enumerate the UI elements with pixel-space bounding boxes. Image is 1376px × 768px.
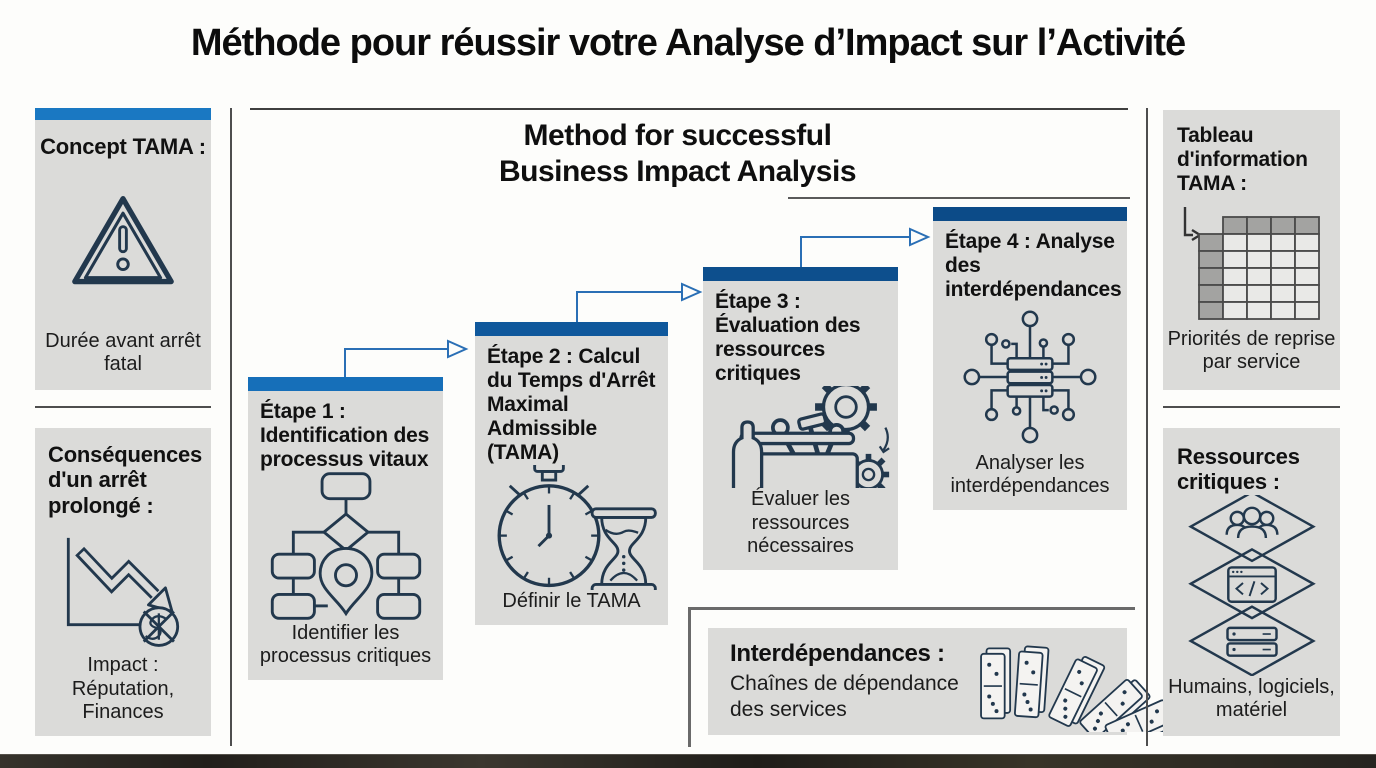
concept-tama-heading: Concept TAMA : — [40, 134, 206, 159]
interdependencies-description: Chaînes de dépendance des services — [730, 672, 959, 721]
step-4-title: Étape 4 : Analyse des interdépendances — [945, 230, 1122, 301]
consequences-caption: Impact : Réputation, Finances — [71, 654, 175, 723]
step-2-panel: Étape 2 : Calcul du Temps d'Arrêt Maxima… — [475, 322, 668, 625]
interdependencies-heading: Interdépendances : — [730, 640, 945, 668]
right-vertical-divider — [1146, 108, 1148, 746]
stopwatch-hourglass-icon — [475, 464, 668, 590]
interdependencies-panel: Interdépendances : Chaînes de dépendance… — [708, 628, 1169, 735]
flowchart-pin-icon — [248, 472, 443, 622]
consequences-heading: Conséquences d'un arrêt prolongé : — [48, 442, 203, 518]
tama-table-caption: Priorités de reprise par service — [1167, 327, 1336, 373]
step4-lane-rule — [788, 197, 1130, 199]
step-3-accent-bar — [703, 267, 898, 281]
main-title: Méthode pour réussir votre Analyse d’Imp… — [190, 22, 1186, 64]
step-2-accent-bar — [475, 322, 668, 336]
concept-tama-panel: Concept TAMA : Durée avant arrêt fatal — [35, 108, 211, 390]
step-4-caption: Analyser les interdépendances — [950, 451, 1110, 497]
step-1-panel: Étape 1 : Identification des processus v… — [248, 377, 443, 680]
interdependencies-frame-left — [688, 607, 691, 747]
panel-accent-bar — [35, 108, 211, 120]
critical-resources-heading: Ressources critiques : — [1177, 444, 1300, 495]
step-2-caption: Définir le TAMA — [502, 589, 641, 612]
left-vertical-divider — [230, 108, 232, 746]
step-3-panel: Étape 3 : Évaluation des ressources crit… — [703, 267, 898, 570]
tama-table-heading: Tableau d'information TAMA : — [1177, 124, 1308, 196]
step-1-caption: Identifier les processus critiques — [259, 621, 432, 667]
step-4-accent-bar — [933, 207, 1127, 221]
consequences-panel: Conséquences d'un arrêt prolongé : Impac… — [35, 428, 211, 736]
center-heading: Method for successful Business Impact An… — [498, 119, 857, 188]
step-1-accent-bar — [248, 377, 443, 391]
critical-resources-caption: Humains, logiciels, matériel — [1168, 675, 1335, 721]
right-column-divider — [1163, 406, 1340, 408]
step-4-panel: Étape 4 : Analyse des interdépendances — [933, 207, 1127, 510]
step-3-title: Étape 3 : Évaluation des ressources crit… — [715, 290, 861, 385]
network-server-icon — [933, 302, 1127, 452]
declining-chart-icon — [35, 518, 211, 655]
toolbox-gears-icon — [703, 385, 898, 489]
concept-tama-caption: Durée avant arrêt fatal — [45, 329, 201, 375]
step-3-caption: Évaluer les ressources nécessaires — [747, 488, 854, 557]
dominoes-icon — [960, 632, 1172, 732]
center-top-rule — [250, 108, 1128, 110]
interdependencies-frame-top — [688, 607, 1135, 610]
tama-table-panel: Tableau d'information TAMA : Priorités d… — [1163, 110, 1340, 390]
step-1-title: Étape 1 : Identification des processus v… — [260, 400, 430, 471]
bottom-edge-band — [0, 754, 1376, 768]
tama-table-icon — [1163, 196, 1340, 327]
step-2-title: Étape 2 : Calcul du Temps d'Arrêt Maxima… — [487, 345, 656, 464]
critical-resources-panel: Ressources critiques : — [1163, 428, 1340, 736]
left-column-divider — [35, 406, 211, 408]
warning-triangle-icon — [35, 159, 211, 329]
layered-resources-icon — [1163, 494, 1340, 676]
